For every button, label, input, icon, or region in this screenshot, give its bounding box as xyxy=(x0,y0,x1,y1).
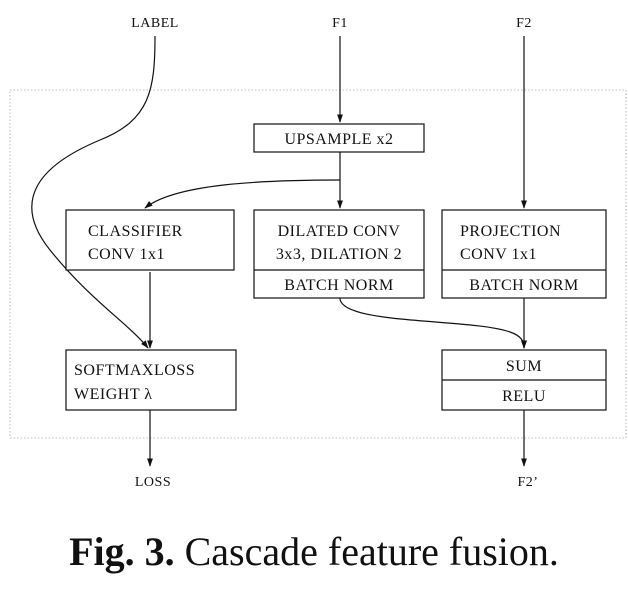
sum-relu-node: SUM RELU xyxy=(441,349,607,411)
input-f2: F2 xyxy=(516,16,532,31)
dilated-label-line2: 3x3, DILATION 2 xyxy=(276,246,402,263)
upsample-node: UPSAMPLE x2 xyxy=(253,123,425,153)
edge-label-softmax xyxy=(31,35,156,349)
classifier-node: CLASSIFIER CONV 1x1 xyxy=(65,209,235,271)
dilated-batchnorm-label: BATCH NORM xyxy=(284,277,393,294)
projection-label-line1: PROJECTION xyxy=(460,223,561,240)
relu-label: RELU xyxy=(502,388,546,405)
caption-label: Fig. 3. xyxy=(69,529,175,574)
input-f1: F1 xyxy=(332,16,348,31)
output-f2: F2’ xyxy=(518,475,539,490)
projection-node: PROJECTION CONV 1x1 BATCH NORM xyxy=(441,209,607,299)
figure-caption: Fig. 3. Cascade feature fusion. xyxy=(0,528,628,575)
dilated-conv-node: DILATED CONV 3x3, DILATION 2 BATCH NORM xyxy=(253,209,425,299)
softmax-label-line1: SOFTMAXLOSS xyxy=(74,362,195,379)
sum-label: SUM xyxy=(506,358,542,375)
classifier-label-line2: CONV 1x1 xyxy=(88,246,165,263)
output-loss: LOSS xyxy=(135,475,171,490)
edge-upsample-classifier xyxy=(144,179,341,209)
softmax-label-line2: WEIGHT λ xyxy=(74,386,153,403)
caption-text: Cascade feature fusion. xyxy=(184,529,559,574)
dilated-label-line1: DILATED CONV xyxy=(278,223,401,240)
fusion-region xyxy=(9,89,627,439)
edge-dilated-sum xyxy=(339,297,527,349)
input-label: LABEL xyxy=(131,16,179,31)
upsample-label: UPSAMPLE x2 xyxy=(284,131,393,148)
classifier-label-line1: CLASSIFIER xyxy=(88,223,183,240)
softmax-loss-node: SOFTMAXLOSS WEIGHT λ xyxy=(65,349,237,411)
projection-batchnorm-label: BATCH NORM xyxy=(469,277,578,294)
projection-label-line2: CONV 1x1 xyxy=(460,246,537,263)
